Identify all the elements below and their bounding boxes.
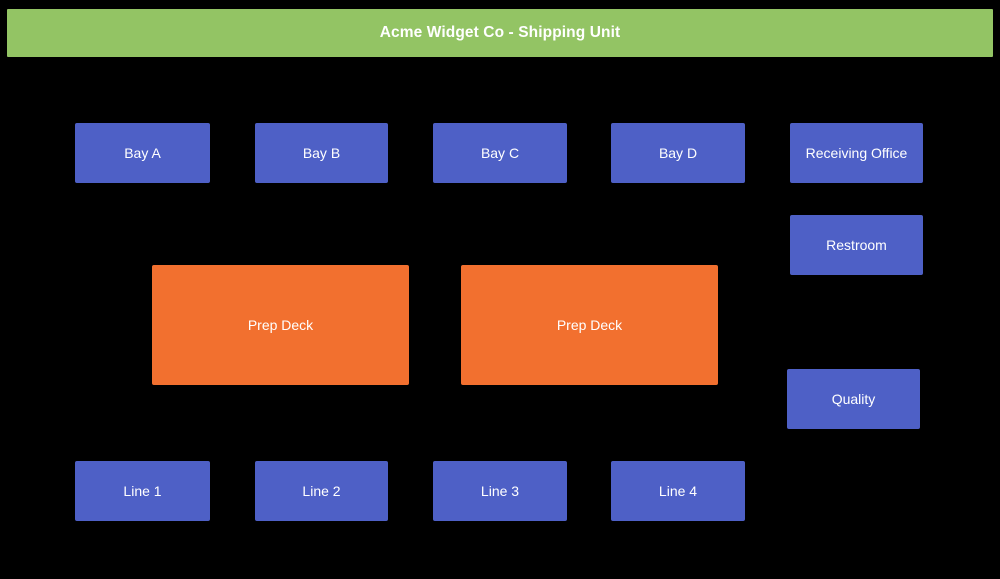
zone-label-line-4: Line 4 [658,483,698,499]
zone-label-prep-deck-2: Prep Deck [556,317,623,333]
zone-prep-deck-1[interactable]: Prep Deck [152,265,409,385]
zone-bay-a[interactable]: Bay A [75,123,210,183]
zone-restroom[interactable]: Restroom [790,215,923,275]
zone-label-bay-b: Bay B [302,145,341,161]
zone-label-bay-c: Bay C [480,145,520,161]
zone-label-quality: Quality [831,391,876,407]
zone-label-line-3: Line 3 [480,483,520,499]
zone-label-line-1: Line 1 [123,483,162,499]
zone-bay-c[interactable]: Bay C [433,123,567,183]
zone-quality[interactable]: Quality [787,369,920,429]
zone-label-bay-d: Bay D [658,145,698,161]
zone-line-1[interactable]: Line 1 [75,461,210,521]
zone-bay-d[interactable]: Bay D [611,123,745,183]
zone-line-4[interactable]: Line 4 [611,461,745,521]
zone-prep-deck-2[interactable]: Prep Deck [461,265,718,385]
zone-label-receiving-office: Receiving Office [805,145,908,161]
zone-line-2[interactable]: Line 2 [255,461,388,521]
zone-line-3[interactable]: Line 3 [433,461,567,521]
facility-header-banner: Acme Widget Co - Shipping Unit [7,9,993,57]
zone-receiving-office[interactable]: Receiving Office [790,123,923,183]
zone-label-restroom: Restroom [826,237,887,253]
zone-label-bay-a: Bay A [124,145,161,161]
page-title: Acme Widget Co - Shipping Unit [379,24,621,41]
zone-bay-b[interactable]: Bay B [255,123,388,183]
zone-label-prep-deck-1: Prep Deck [247,317,314,333]
zone-label-line-2: Line 2 [302,483,341,499]
